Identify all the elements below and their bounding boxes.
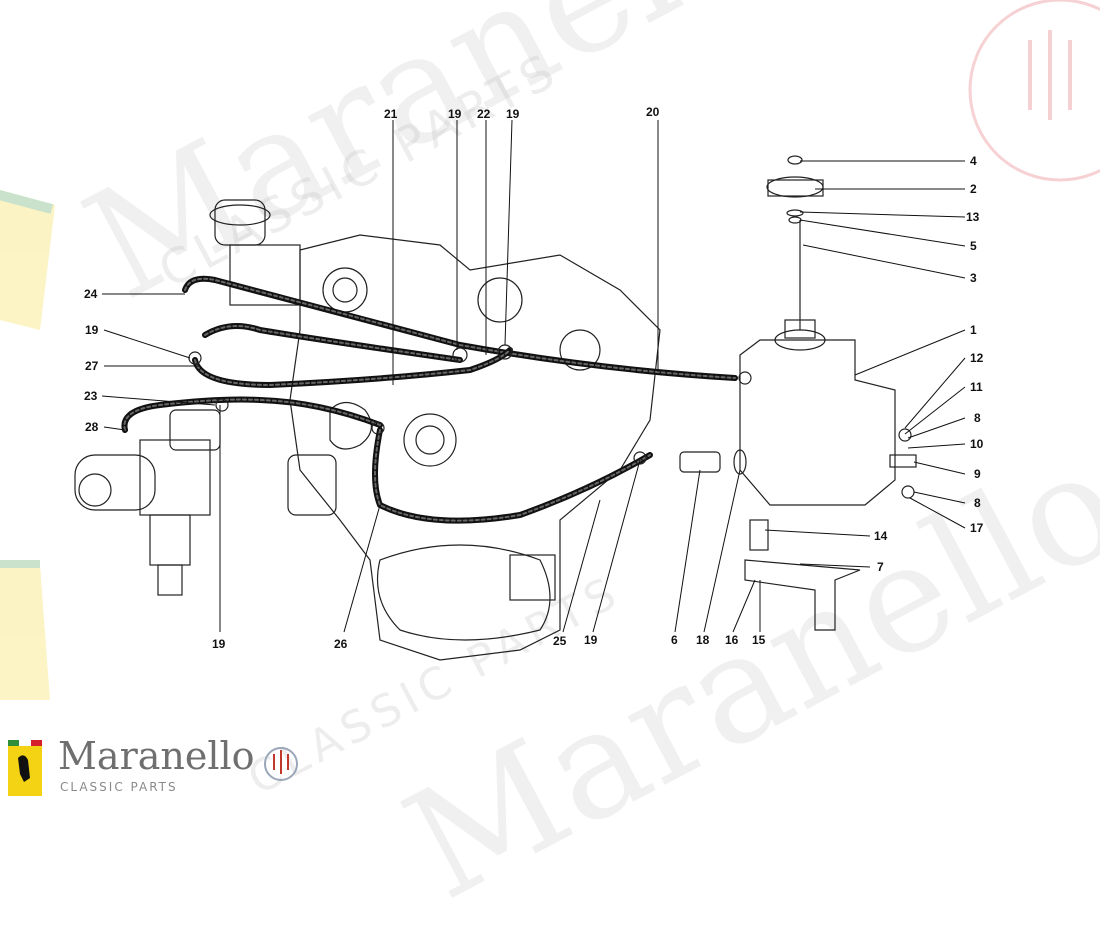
- oil-reservoir-tank: [739, 155, 917, 631]
- callout-1: 1: [970, 323, 977, 337]
- callout-2: 2: [970, 182, 977, 196]
- ferrari-shield-icon: [8, 740, 298, 796]
- callout-16: 16: [725, 633, 739, 647]
- steering-box: [74, 409, 221, 596]
- callout-4: 4: [970, 154, 977, 168]
- callout-24: 24: [84, 287, 98, 301]
- callout-19: 19: [448, 107, 462, 121]
- ferrari-shield-icon: [0, 189, 55, 330]
- callout-27: 27: [85, 359, 99, 373]
- callout-3: 3: [970, 271, 977, 285]
- callout-18: 18: [696, 633, 710, 647]
- hoses: [121, 275, 738, 524]
- ferrari-shield-icon: [0, 560, 50, 700]
- callout-19: 19: [85, 323, 99, 337]
- callout-8: 8: [974, 411, 981, 425]
- callout-7: 7: [877, 560, 884, 574]
- engine-block: [287, 234, 661, 661]
- callout-22: 22: [477, 107, 491, 121]
- callout-25: 25: [553, 634, 567, 648]
- callout-28: 28: [85, 420, 99, 434]
- callout-8: 8: [974, 496, 981, 510]
- callout-19: 19: [584, 633, 598, 647]
- power-steering-diagram: 4 2 13 5 3 1 12 11 8 10 9 8 17 14 7 20 2…: [0, 0, 1100, 700]
- callout-13: 13: [966, 210, 980, 224]
- callout-19: 19: [506, 107, 520, 121]
- callout-15: 15: [752, 633, 766, 647]
- leader-lines: [101, 119, 966, 633]
- callout-20: 20: [646, 105, 660, 119]
- callout-5: 5: [970, 239, 977, 253]
- callout-10: 10: [970, 437, 984, 451]
- maserati-trident-icon: [968, 0, 1100, 182]
- callout-12: 12: [970, 351, 984, 365]
- callout-23: 23: [84, 389, 98, 403]
- callout-26: 26: [334, 637, 348, 651]
- maserati-trident-icon: [264, 747, 298, 781]
- brand-subtitle: CLASSIC PARTS: [60, 780, 178, 794]
- callout-9: 9: [974, 467, 981, 481]
- brake-reservoir: [209, 199, 301, 306]
- callout-6: 6: [671, 633, 678, 647]
- union-fitting: [679, 449, 747, 475]
- brand-name: Maranello: [58, 734, 255, 778]
- callouts: 4 2 13 5 3 1 12 11 8 10 9 8 17 14 7 20 2…: [84, 105, 984, 651]
- callout-14: 14: [874, 529, 888, 543]
- hose-clips: [188, 344, 752, 465]
- callout-17: 17: [970, 521, 984, 535]
- callout-11: 11: [970, 380, 983, 394]
- callout-19: 19: [212, 637, 226, 651]
- callout-21: 21: [384, 107, 398, 121]
